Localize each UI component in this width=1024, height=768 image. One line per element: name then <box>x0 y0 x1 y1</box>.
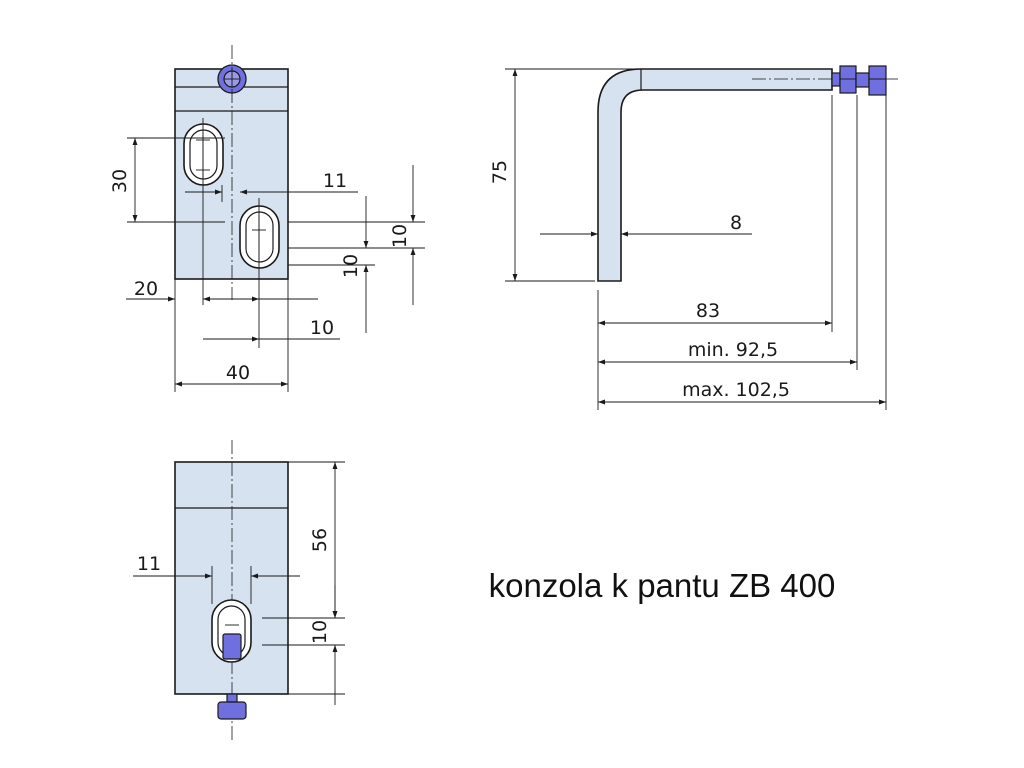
dim-thickness: 8 <box>730 212 742 234</box>
dim-offset-upper: 10 <box>389 224 411 248</box>
front-view: 30 11 10 10 20 10 40 <box>109 45 425 392</box>
dim-slot-width: 11 <box>323 170 347 192</box>
side-view: 75 8 83 min. 92,5 max. 102,5 <box>489 65 900 410</box>
dim-min-length: min. 92,5 <box>688 339 778 361</box>
bolt-icon <box>217 693 247 720</box>
drawing-caption: konzola k pantu ZB 400 <box>489 567 836 604</box>
dim-bottom-slot-width: 11 <box>137 553 161 575</box>
dim-height: 75 <box>489 160 511 184</box>
dim-max-length: max. 102,5 <box>682 379 790 401</box>
dim-width: 40 <box>226 362 250 384</box>
dim-length: 83 <box>696 300 720 322</box>
bolt-icon <box>831 65 857 94</box>
dim-offset-lower: 10 <box>340 254 362 278</box>
dim-bottom-length: 56 <box>309 528 331 552</box>
bottom-slot <box>211 599 252 663</box>
bottom-view: 11 56 10 <box>133 440 345 740</box>
nut-icon <box>855 65 887 96</box>
dim-bottom-slot-offset: 10 <box>309 620 331 644</box>
dim-slot-spacing-v: 30 <box>109 169 131 193</box>
lower-slot <box>239 205 280 269</box>
dim-left-offset: 20 <box>134 278 158 300</box>
dim-slot-center-spacing: 10 <box>310 317 334 339</box>
upper-slot <box>183 123 224 186</box>
bracket-profile <box>597 68 833 282</box>
